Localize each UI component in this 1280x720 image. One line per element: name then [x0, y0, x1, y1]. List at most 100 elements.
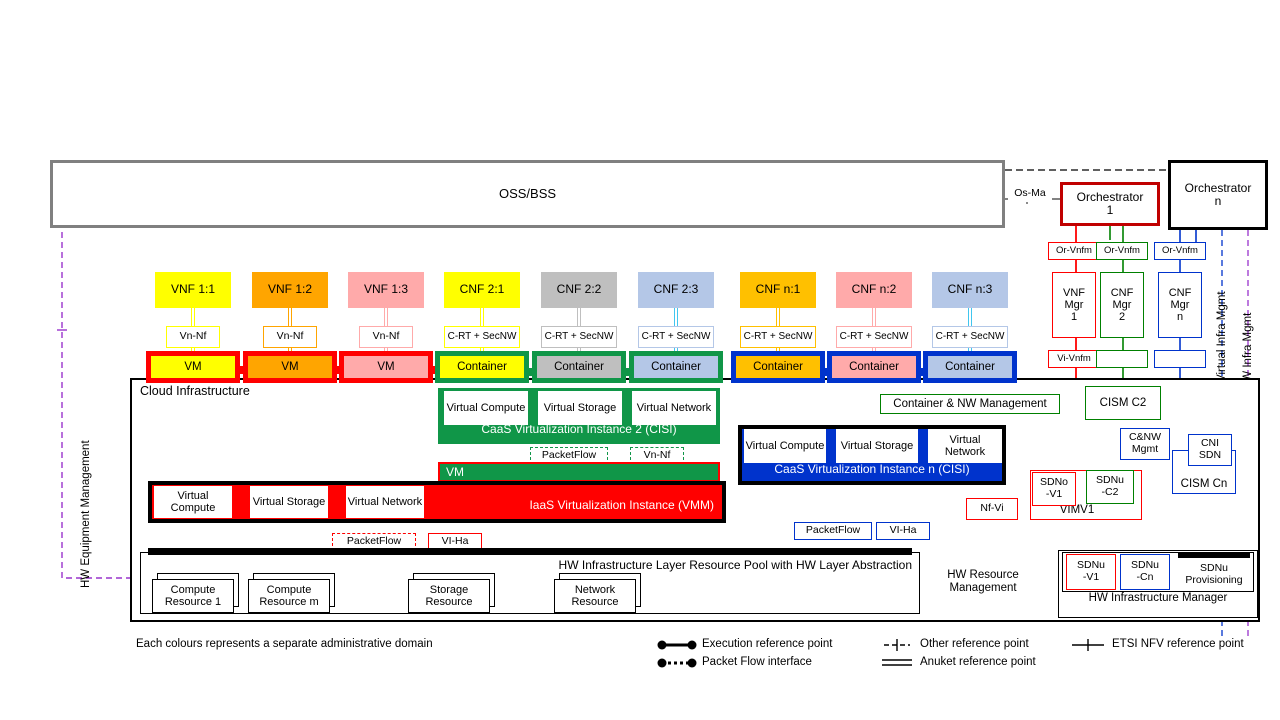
vm-bar-under-caas2[interactable]: VM — [438, 462, 720, 482]
cism-c2[interactable]: CISM C2 — [1085, 386, 1161, 420]
manager-label: VNF — [1063, 286, 1085, 299]
function-label: VNF 1:2 — [267, 282, 312, 297]
hw-resource-label: Storage — [429, 583, 469, 596]
execution-box-vm[interactable]: VM — [344, 356, 428, 378]
reference-point-label: C-RT + SecNW — [935, 331, 1005, 343]
function-label: VNF 1:1 — [170, 282, 215, 297]
caasn-virtual-storage[interactable]: Virtual Storage — [836, 429, 918, 463]
execution-box-container[interactable]: Container — [537, 356, 621, 378]
iaas-virtualization-instance[interactable]: IaaS Virtualization Instance (VMM) — [148, 481, 726, 523]
execution-box-vm[interactable]: VM — [151, 356, 235, 378]
manager-label: n — [1176, 311, 1184, 324]
caas2-title: CaaS Virtualization Instance 2 (CISI) — [481, 422, 677, 437]
execution-label: Container — [849, 360, 899, 373]
oss-bss-block[interactable]: OSS/BSS — [50, 160, 1005, 228]
function-label: CNF 2:1 — [459, 282, 505, 297]
function-label: CNF 2:3 — [653, 282, 699, 297]
sdnu-v1[interactable]: SDNu -V1 — [1066, 554, 1116, 590]
function-box-vnf-1-2[interactable]: VNF 1:2 — [252, 272, 328, 308]
orchestrator-n-block[interactable]: Orchestrator n — [1168, 160, 1268, 230]
legend-note: Each colours represents a separate admin… — [136, 638, 433, 650]
os-ma-reference-point: Os-Ma — [1008, 186, 1052, 202]
execution-box-container[interactable]: Container — [440, 356, 524, 378]
execution-box-container[interactable]: Container — [832, 356, 916, 378]
hw-infrastructure-manager-label: HW Infrastructure Manager — [1088, 592, 1228, 604]
manager-label: Mgr — [1112, 298, 1132, 311]
virtual-infra-mgmt-label: Virtual Infra Mgmt — [1216, 291, 1228, 382]
caas2-virtual-network[interactable]: Virtual Network — [632, 391, 716, 425]
sdnu-cn[interactable]: SDNu -Cn — [1120, 554, 1170, 590]
iaas-virtual-compute[interactable]: Virtual Compute — [154, 486, 232, 518]
caas2-virtual-storage[interactable]: Virtual Storage — [538, 391, 622, 425]
orchestrator-1-line2: 1 — [1106, 203, 1114, 217]
reference-point-vn-nf: Vn-Nf — [359, 326, 413, 348]
function-box-cnf-n-2[interactable]: CNF n:2 — [836, 272, 912, 308]
orchestrator-n-line2: n — [1214, 194, 1222, 208]
reference-point-c-rt-secnw: C-RT + SecNW — [836, 326, 912, 348]
function-box-cnf-n-3[interactable]: CNF n:3 — [932, 272, 1008, 308]
caasn-virtual-compute[interactable]: Virtual Compute — [744, 429, 826, 463]
manager-label: 1 — [1070, 311, 1078, 324]
legend-packet-flow-interface: Packet Flow interface — [702, 656, 812, 668]
execution-box-vm[interactable]: VM — [248, 356, 332, 378]
function-label: VNF 1:3 — [363, 282, 408, 297]
manager-label: CNF — [1110, 286, 1134, 299]
function-box-cnf-2-2[interactable]: CNF 2:2 — [541, 272, 617, 308]
execution-label: Container — [753, 360, 803, 373]
hw-resource-label: Compute — [170, 583, 216, 596]
caas2-virtual-compute[interactable]: Virtual Compute — [444, 391, 528, 425]
iaas-virtual-network[interactable]: Virtual Network — [346, 486, 424, 518]
execution-box-container[interactable]: Container — [634, 356, 718, 378]
hw-equipment-management-label: HW Equipment Management — [80, 440, 92, 588]
legend-other-reference-point: Other reference point — [920, 638, 1029, 650]
hw-resource-management-label: HW Resource Management — [947, 569, 1019, 594]
reference-point-label: Or-Vnfm — [1104, 244, 1140, 256]
execution-box-container[interactable]: Container — [928, 356, 1012, 378]
rp-nf-vi: Nf-Vi — [966, 498, 1018, 520]
cni-sdn[interactable]: CNI SDN — [1188, 434, 1232, 466]
iaas-title: IaaS Virtualization Instance (VMM) — [529, 498, 714, 512]
function-box-cnf-n-1[interactable]: CNF n:1 — [740, 272, 816, 308]
function-label: CNF n:1 — [755, 282, 801, 297]
execution-label: Container — [554, 360, 604, 373]
reference-point-label: Vn-Nf — [276, 330, 304, 343]
reference-point-or-vnfm: Or-Vnfm — [1154, 242, 1206, 260]
manager-label: Mgr — [1064, 298, 1084, 311]
legend-anuket-reference-point: Anuket reference point — [920, 656, 1036, 668]
reference-point-label: C-RT + SecNW — [839, 331, 909, 343]
rp-caasn-vi-ha: VI-Ha — [876, 522, 930, 540]
reference-point-vn-nf: Vn-Nf — [166, 326, 220, 348]
container-and-nw-management[interactable]: Container & NW Management — [880, 394, 1060, 414]
function-box-cnf-2-1[interactable]: CNF 2:1 — [444, 272, 520, 308]
hw-resource-label: Resource m — [259, 596, 319, 608]
function-box-cnf-2-3[interactable]: CNF 2:3 — [638, 272, 714, 308]
sdnu-c2[interactable]: SDNu -C2 — [1086, 470, 1134, 504]
sdnu-provisioning[interactable]: SDNu Provisioning — [1185, 562, 1243, 586]
reference-point-or-vnfm: Or-Vnfm — [1048, 242, 1100, 260]
execution-label: VM — [377, 360, 395, 373]
function-box-vnf-1-1[interactable]: VNF 1:1 — [155, 272, 231, 308]
execution-box-container[interactable]: Container — [736, 356, 820, 378]
manager-label: 2 — [1118, 311, 1126, 324]
function-label: CNF n:3 — [947, 282, 993, 297]
reference-point-c-rt-secnw: C-RT + SecNW — [444, 326, 520, 348]
iaas-virtual-storage[interactable]: Virtual Storage — [250, 486, 328, 518]
caasn-virtual-network[interactable]: Virtual Network — [928, 429, 1002, 463]
legend-execution-reference-point: Execution reference point — [702, 638, 833, 650]
sdno-v1[interactable]: SDNo -V1 — [1032, 472, 1076, 506]
reference-point-label: Or-Vnfm — [1162, 244, 1198, 256]
legend-etsi-nfv-reference-point: ETSI NFV reference point — [1112, 638, 1244, 650]
orchestrator-1-block[interactable]: Orchestrator 1 — [1060, 182, 1160, 226]
function-label: CNF 2:2 — [556, 282, 602, 297]
c-and-nw-mgmt[interactable]: C&NW Mgmt — [1120, 428, 1170, 460]
reference-point-blank — [1154, 350, 1206, 368]
function-box-vnf-1-3[interactable]: VNF 1:3 — [348, 272, 424, 308]
